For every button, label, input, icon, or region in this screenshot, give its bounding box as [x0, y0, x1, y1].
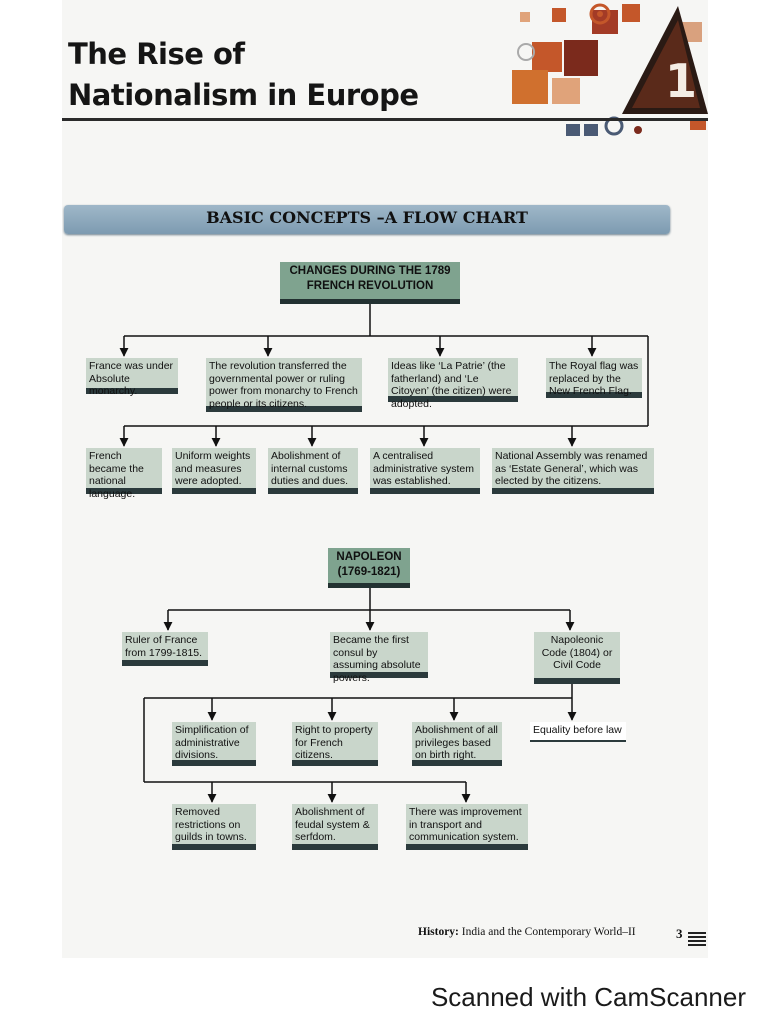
- banner-title: BASIC CONCEPTS –A FLOW CHART: [206, 208, 528, 227]
- box-power-transferred: The revolution transferred the governmen…: [206, 358, 362, 412]
- box-napoleonic-code: Napoleonic Code (1804) or Civil Code: [534, 632, 620, 684]
- flow-chart-banner: BASIC CONCEPTS –A FLOW CHART: [64, 205, 670, 234]
- footer-book: India and the Contemporary World–II: [461, 926, 636, 938]
- box-ruler-of-france: Ruler of France from 1799-1815.: [122, 632, 208, 666]
- box-ideas-adopted: Ideas like ‘La Patrie’ (the fatherland) …: [388, 358, 518, 410]
- box-centralised-system: A centralised administrative system was …: [370, 448, 480, 494]
- chapter-decoration: [512, 3, 708, 136]
- box-french-language: French became the national language.: [86, 448, 162, 500]
- title-line-2: Nationalism in Europe: [68, 78, 419, 112]
- chapter-number: 1: [665, 54, 698, 108]
- napoleon-name: NAPOLEON: [336, 551, 402, 563]
- title-line-1: The Rise of: [68, 37, 245, 71]
- box-royal-flag: The Royal flag was replaced by the New F…: [546, 358, 642, 398]
- scanner-watermark: Scanned with CamScanner: [430, 982, 746, 1012]
- box-right-to-property: Right to property for French citizens.: [292, 722, 378, 766]
- box-uniform-weights: Uniform weights and measures were adopte…: [172, 448, 256, 494]
- header-french-revolution: CHANGES DURING THE 1789 FRENCH REVOLUTIO…: [280, 262, 460, 304]
- chapter-title: The Rise of Nationalism in Europe: [68, 34, 419, 116]
- box-abolish-privileges: Abolishment of all privileges based on b…: [412, 722, 502, 766]
- box-feudal-system: Abolishment of feudal system & serfdom.: [292, 804, 378, 850]
- box-customs-duties: Abolishment of internal customs duties a…: [268, 448, 358, 494]
- menu-bars-icon: [688, 932, 706, 948]
- box-guild-restrictions: Removed restrictions on guilds in towns.: [172, 804, 256, 850]
- box-simplification: Simplification of administrative divisio…: [172, 722, 256, 766]
- napoleon-years: (1769-1821): [337, 566, 401, 578]
- footer-subject: History:: [418, 926, 459, 938]
- box-first-consul: Became the first consul by assuming abso…: [330, 632, 428, 684]
- box-absolute-monarchy: France was under Absolute monarchy.: [86, 358, 178, 397]
- box-equality-before-law: Equality before law: [530, 722, 626, 742]
- box-transport-improvement: There was improvement in transport and c…: [406, 804, 528, 850]
- page-footer: History: India and the Contemporary Worl…: [418, 926, 636, 938]
- header-napoleon: NAPOLEON (1769-1821): [328, 548, 410, 588]
- box-national-assembly: National Assembly was renamed as ‘Estate…: [492, 448, 654, 494]
- title-rule: [62, 118, 708, 121]
- page-number: 3: [676, 926, 683, 941]
